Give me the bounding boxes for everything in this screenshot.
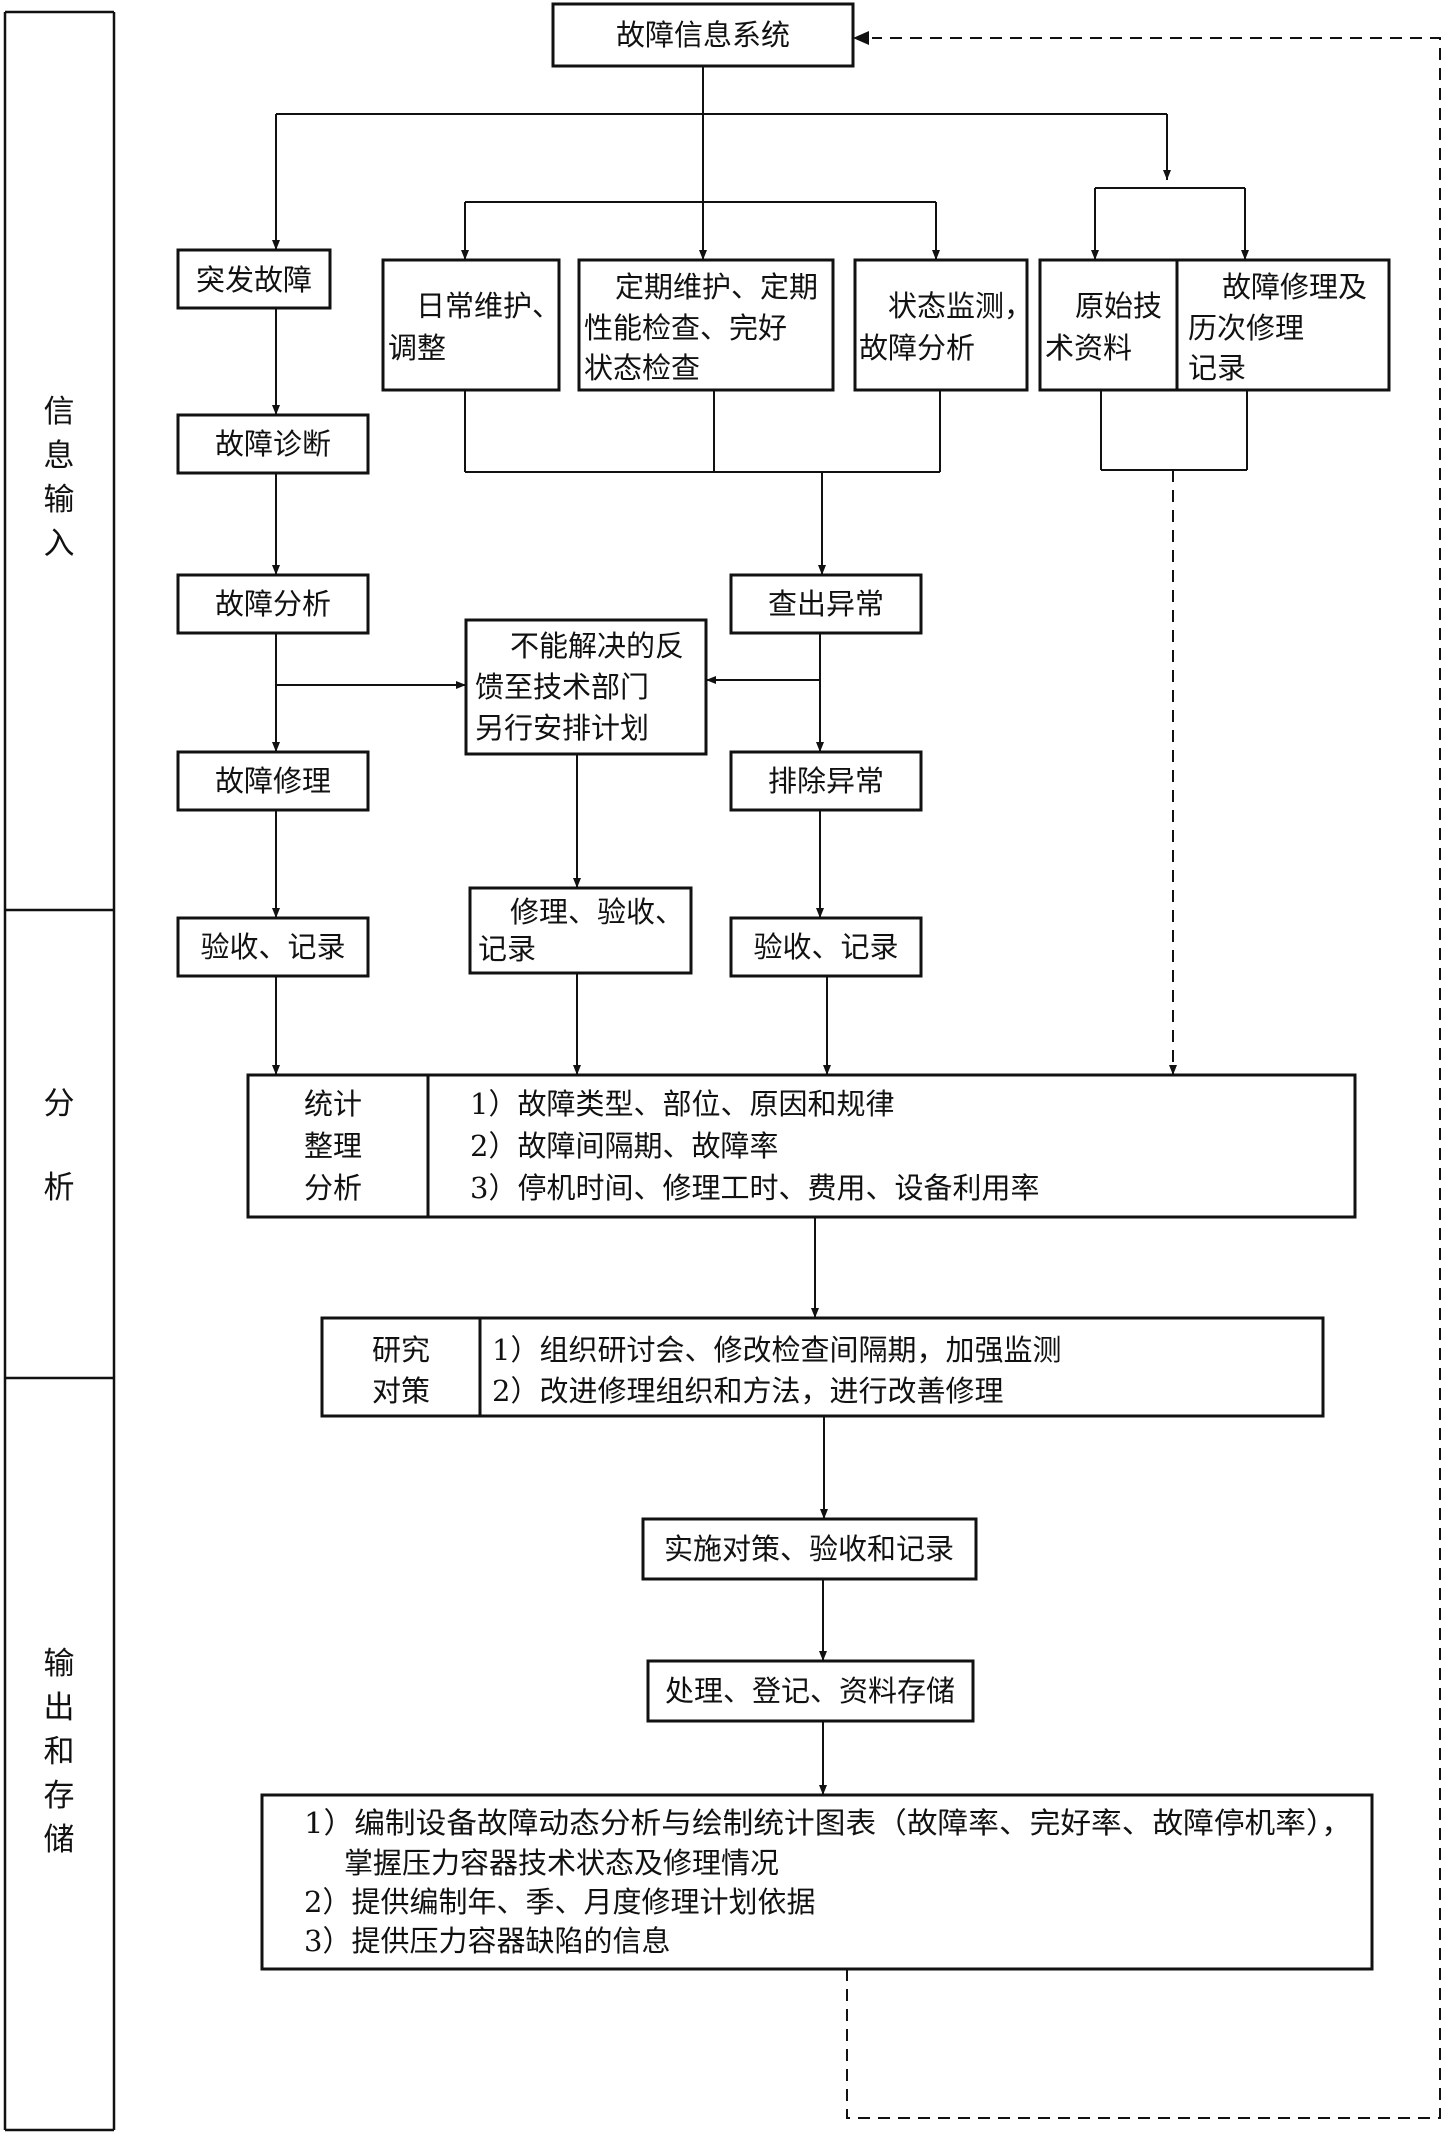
phase-input-char: 输 xyxy=(44,482,75,518)
repair-history-line: 历次修理 xyxy=(1188,311,1304,345)
accept-record-left-label: 验收、记录 xyxy=(200,930,345,964)
phase-analysis-char: 析 xyxy=(44,1170,75,1206)
phase-analysis-char: 分 xyxy=(44,1086,75,1122)
accept-record-right-label: 验收、记录 xyxy=(753,930,898,964)
statistics-label-line: 整理 xyxy=(304,1129,362,1163)
repair-accept-line: 记录 xyxy=(478,932,536,966)
phase-output-label: 输 出 和 存 储 xyxy=(44,1646,75,1858)
study-label-line: 对策 xyxy=(372,1374,430,1408)
phase-column xyxy=(3,10,116,2132)
repair-history-line: 记录 xyxy=(1188,351,1246,385)
find-abnormal-label: 查出异常 xyxy=(768,587,884,621)
study-item: 1）组织研讨会、修改检查间隔期，加强监测 xyxy=(492,1333,1061,1367)
eliminate-abnormal-label: 排除异常 xyxy=(768,764,884,798)
statistics-label-line: 分析 xyxy=(304,1171,362,1205)
fault-diagnosis-box xyxy=(176,413,370,475)
fault-diagnosis-label: 故障诊断 xyxy=(215,427,331,461)
feedback-line: 不能解决的反 xyxy=(510,629,684,663)
status-monitoring-line: 故障分析 xyxy=(859,331,975,365)
daily-maintenance-line: 日常维护、 xyxy=(416,289,561,323)
process-store-box xyxy=(646,1659,975,1723)
repair-accept-record-box xyxy=(468,886,693,975)
connectors xyxy=(272,66,1249,1795)
feedback-box xyxy=(464,618,708,756)
output-item: 3）提供压力容器缺陷的信息 xyxy=(304,1924,670,1958)
phase-output-char: 和 xyxy=(44,1734,75,1770)
phase-output-char: 存 xyxy=(44,1778,75,1814)
system-label: 故障信息系统 xyxy=(616,18,790,52)
status-monitoring-line: 状态监测， xyxy=(888,289,1033,323)
phase-input-char: 息 xyxy=(44,438,75,474)
sudden-fault-label: 突发故障 xyxy=(196,263,312,297)
study-item: 2）改进修理组织和方法，进行改善修理 xyxy=(492,1374,1003,1408)
find-abnormal-box xyxy=(729,573,923,635)
daily-maintenance-box xyxy=(381,258,561,392)
repair-accept-line: 修理、验收、 xyxy=(510,895,684,929)
implement-label: 实施对策、验收和记录 xyxy=(664,1532,954,1566)
periodic-check-line: 状态检查 xyxy=(584,351,700,385)
statistics-item: 1）故障类型、部位、原因和规律 xyxy=(470,1087,894,1121)
output-item: 1）编制设备故障动态分析与绘制统计图表（故障率、完好率、故障停机率）， xyxy=(304,1806,1352,1840)
phase-output-char: 储 xyxy=(44,1822,75,1858)
accept-record-box-right xyxy=(729,916,923,978)
original-data-line: 术资料 xyxy=(1045,331,1132,365)
fault-repair-label: 故障修理 xyxy=(215,764,331,798)
eliminate-abnormal-box xyxy=(729,750,923,812)
system-feedback-arrowhead xyxy=(853,31,869,45)
statistics-label-line: 统计 xyxy=(304,1087,362,1121)
phase-input-char: 信 xyxy=(44,394,75,430)
fault-repair-box xyxy=(176,750,370,812)
feedback-line: 另行安排计划 xyxy=(475,711,649,745)
phase-input-char: 入 xyxy=(44,526,75,562)
phase-output-char: 输 xyxy=(44,1646,75,1682)
periodic-check-line: 性能检查、完好 xyxy=(584,311,787,345)
study-label-line: 研究 xyxy=(372,1333,430,1367)
study-countermeasure-box xyxy=(320,1316,1325,1418)
periodic-check-line: 定期维护、定期 xyxy=(615,270,818,304)
feedback-dashed-connectors xyxy=(846,37,1441,2119)
feedback-line: 馈至技术部门 xyxy=(475,670,649,704)
fault-analysis-box xyxy=(176,573,370,635)
daily-maintenance-line: 调整 xyxy=(388,331,446,365)
repair-history-line: 故障修理及 xyxy=(1222,270,1367,304)
process-store-label: 处理、登记、资料存储 xyxy=(665,1674,955,1708)
sudden-fault-box xyxy=(176,248,332,310)
accept-record-box-left xyxy=(176,916,370,978)
original-technical-data-box xyxy=(1038,258,1179,392)
periodic-check-box xyxy=(577,258,835,392)
fault-analysis-label: 故障分析 xyxy=(215,587,331,621)
statistics-box xyxy=(246,1073,1357,1219)
statistics-item: 3）停机时间、修理工时、费用、设备利用率 xyxy=(470,1171,1039,1205)
phase-output-char: 出 xyxy=(44,1690,75,1726)
output-box xyxy=(260,1793,1374,1971)
implement-box xyxy=(641,1517,978,1581)
original-data-line: 原始技 xyxy=(1075,289,1162,323)
repair-history-box xyxy=(1175,258,1391,392)
output-item: 2）提供编制年、季、月度修理计划依据 xyxy=(304,1885,815,1919)
statistics-item: 2）故障间隔期、故障率 xyxy=(470,1129,778,1163)
output-item: 掌握压力容器技术状态及修理情况 xyxy=(344,1846,779,1880)
status-monitoring-box xyxy=(853,258,1029,392)
phase-analysis-label: 分 析 xyxy=(44,1086,75,1206)
phase-input-label: 信 息 输 入 xyxy=(44,394,75,562)
